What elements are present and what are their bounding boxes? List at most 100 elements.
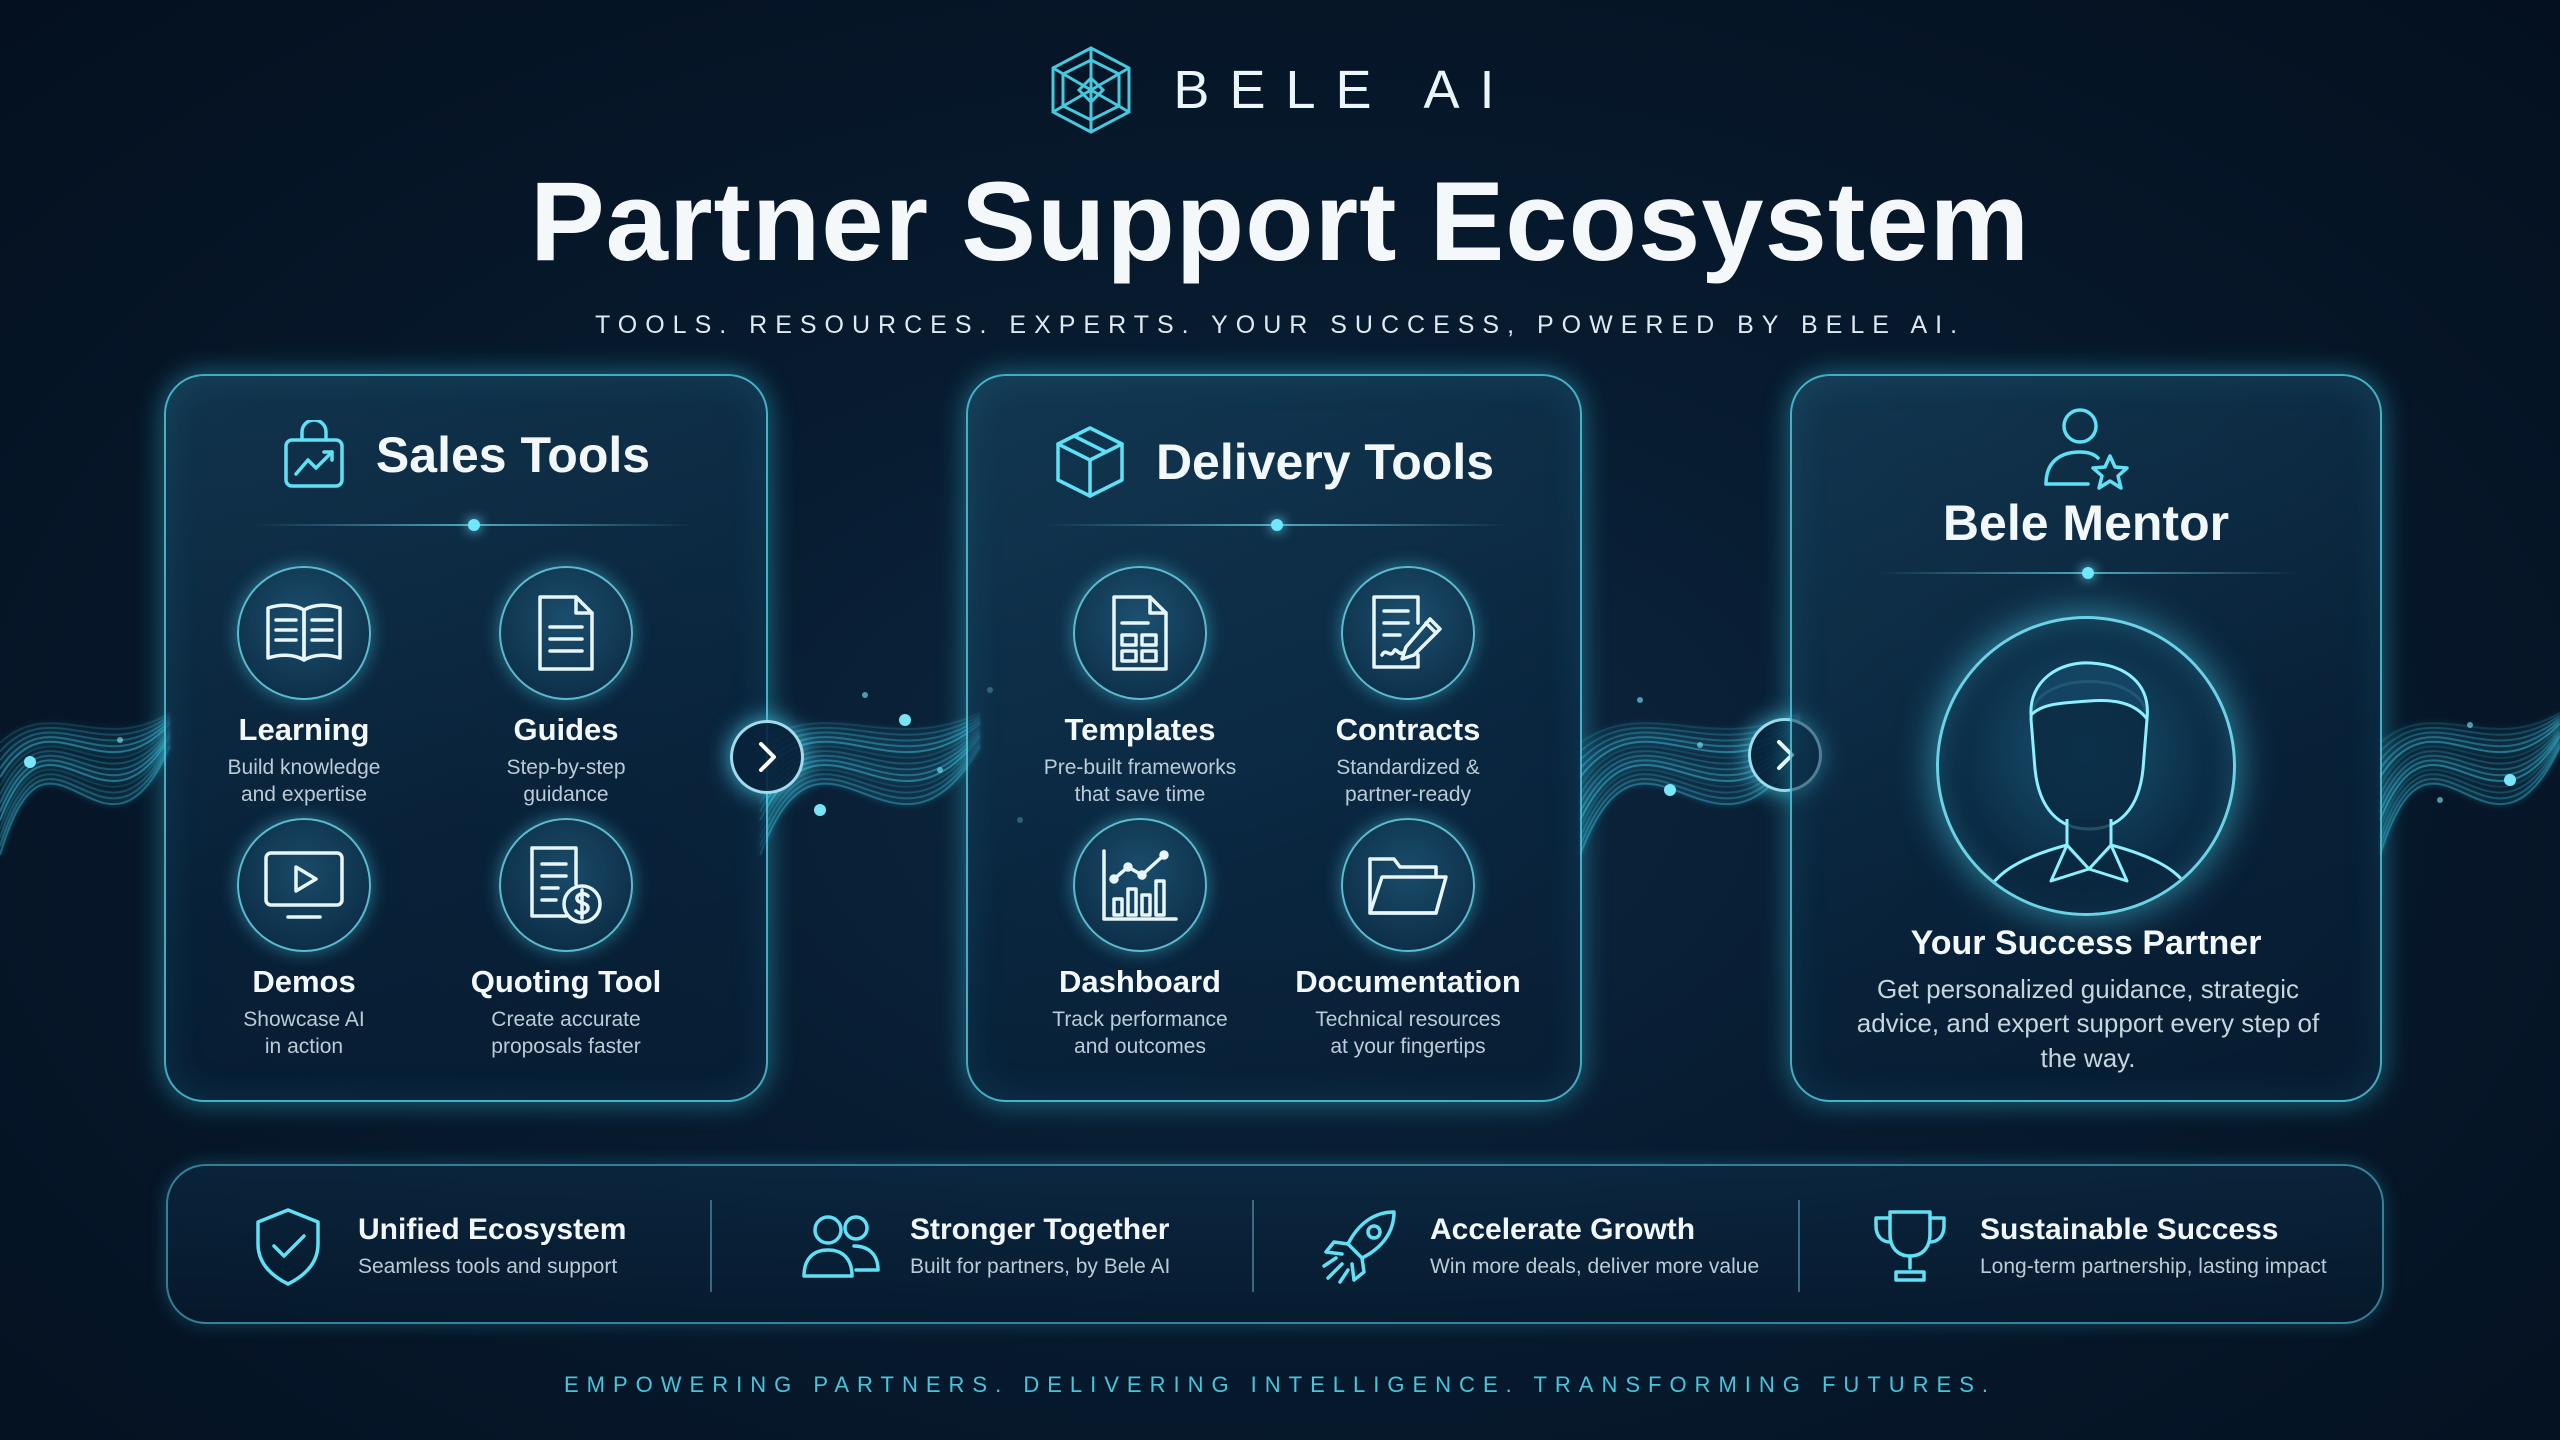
contract-pen-icon: [1372, 595, 1442, 669]
feature-desc: Built for partners, by Bele AI: [910, 1255, 1171, 1278]
delivery-tools-panel: Delivery Tools Templates Pre-built frame…: [966, 374, 1582, 1102]
wave-line: [0, 725, 171, 787]
wave-line: [2379, 746, 2560, 856]
tool-desc-line: Create accurate: [491, 1008, 641, 1031]
feature-stronger-together: Stronger Together Built for partners, by…: [798, 1166, 1170, 1326]
tool-name: Dashboard: [1059, 964, 1221, 999]
tool-name: Learning: [238, 712, 370, 747]
sales-tools-divider: [254, 519, 694, 531]
spark-dot: [1664, 784, 1676, 796]
wave-line: [2379, 738, 2560, 830]
spark-dot: [1697, 742, 1703, 748]
wave-line: [759, 746, 981, 856]
box-icon: [1056, 426, 1124, 498]
feature-title: Unified Ecosystem: [358, 1213, 627, 1246]
tool-name: Guides: [513, 712, 619, 747]
tool-name: Documentation: [1295, 964, 1521, 999]
folder-icon: [1368, 857, 1448, 915]
tagline: TOOLS. RESOURCES. EXPERTS. YOUR SUCCESS,…: [594, 311, 1966, 340]
tool-desc-line: partner-ready: [1344, 783, 1472, 807]
brand-name: BELE AI: [1173, 60, 1515, 120]
chart-icon: [1102, 849, 1178, 921]
feature-title: Sustainable Success: [1980, 1213, 2279, 1246]
next-arrow-button[interactable]: [730, 720, 804, 794]
tool-name: Templates: [1064, 712, 1216, 747]
feature-title: Accelerate Growth: [1430, 1213, 1696, 1246]
wave-line: [0, 733, 171, 813]
wave-line: [2379, 735, 2560, 821]
spark-dot: [814, 804, 826, 816]
tool-templates[interactable]: Templates Pre-built frameworks that save …: [1010, 566, 1270, 809]
feature-desc: Win more deals, deliver more value: [1430, 1255, 1760, 1278]
features-bar: Unified Ecosystem Seamless tools and sup…: [166, 1164, 2384, 1324]
tool-documentation[interactable]: Documentation Technical resources at your…: [1278, 818, 1538, 1061]
mentor-divider: [1878, 567, 2298, 579]
tool-desc-line: Build knowledge: [227, 756, 381, 779]
tool-desc-line: and expertise: [240, 783, 368, 807]
bele-logo-icon: [1051, 46, 1131, 134]
shopping-bag-chart-icon: [284, 420, 344, 488]
feature-separator: [1798, 1200, 1800, 1292]
monitor-play-icon: [264, 851, 344, 919]
feature-desc: Seamless tools and support: [358, 1255, 618, 1278]
tool-learning[interactable]: Learning Build knowledge and expertise: [174, 566, 434, 809]
tool-desc-line: Pre-built frameworks: [1043, 756, 1237, 779]
shield-check-icon: [256, 1208, 320, 1286]
tool-desc-line: in action: [264, 1035, 344, 1059]
wave-line: [2379, 717, 2560, 761]
spark-dot: [2437, 797, 2443, 803]
spark-dot: [862, 692, 868, 698]
users-icon: [802, 1215, 880, 1278]
wave-line: [0, 728, 171, 796]
spark-dot: [937, 767, 943, 773]
tool-desc-line: Technical resources: [1315, 1008, 1501, 1031]
tool-quoting[interactable]: Quoting Tool Create accurate proposals fa…: [436, 818, 696, 1061]
wave-line: [0, 741, 171, 838]
sales-tools-header: Sales Tools: [166, 420, 766, 490]
wave-line: [2379, 730, 2560, 804]
wave-line: [2379, 733, 2560, 813]
wave-line: [2379, 725, 2560, 787]
feature-separator: [710, 1200, 712, 1292]
tool-desc-line: Track performance: [1052, 1008, 1228, 1031]
invoice-dollar-icon: [530, 846, 602, 924]
delivery-tools-divider: [1044, 519, 1510, 531]
tool-name: Quoting Tool: [470, 964, 662, 999]
trophy-icon: [1874, 1210, 1946, 1282]
wave-line: [2379, 743, 2560, 847]
brand: BELE AI: [0, 40, 2560, 140]
document-icon: [538, 595, 594, 671]
tool-name: Demos: [252, 964, 356, 999]
delivery-tools-header: Delivery Tools: [968, 424, 1580, 500]
wave-line: [759, 743, 981, 847]
wave-line: [0, 738, 171, 830]
tool-desc-line: at your fingertips: [1330, 1035, 1486, 1059]
wave-line: [0, 722, 171, 778]
wave-line: [0, 746, 171, 856]
tool-name: Contracts: [1335, 712, 1481, 747]
bele-mentor-panel: Bele Mentor Your Success Partner Get per…: [1790, 374, 2382, 1102]
bele-mentor-title: Bele Mentor: [1942, 495, 2230, 551]
feature-desc: Long-term partnership, lasting impact: [1980, 1255, 2327, 1278]
tool-desc-line: that save time: [1074, 783, 1206, 807]
delivery-tools-title: Delivery Tools: [1155, 434, 1495, 490]
tool-desc-line: guidance: [523, 783, 609, 807]
person-silhouette-icon: [1978, 661, 2200, 913]
wave-line: [2379, 727, 2560, 796]
mentor-avatar: [1936, 616, 2236, 916]
tool-desc-line: proposals faster: [491, 1035, 641, 1059]
page-title: Partner Support Ecosystem: [529, 159, 2031, 284]
wave-line: [0, 712, 171, 744]
feature-separator: [1252, 1200, 1254, 1292]
wave-line: [2379, 712, 2560, 744]
spark-dot: [2504, 774, 2516, 786]
wave-line: [0, 714, 171, 753]
tool-contracts[interactable]: Contracts Standardized &partner-ready: [1278, 566, 1538, 809]
mentor-description: Get personalized guidance, strategic adv…: [1856, 974, 2320, 1073]
wave-line: [2379, 720, 2560, 770]
mentor-subtitle: Your Success Partner: [1910, 924, 2262, 962]
spark-dot: [24, 756, 36, 768]
